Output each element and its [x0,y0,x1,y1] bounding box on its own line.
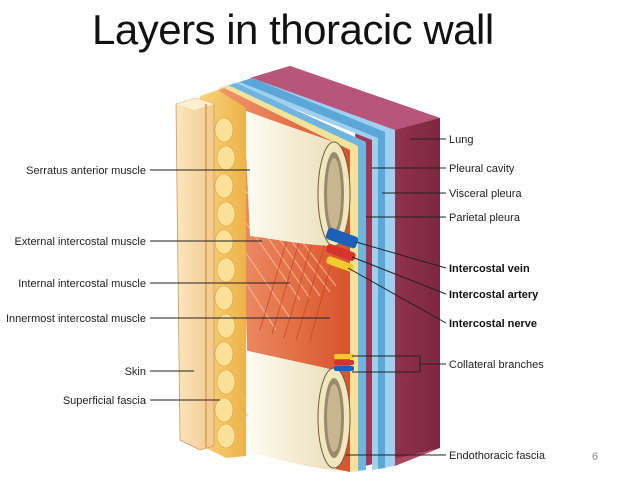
label-lung: Lung [449,134,473,146]
intercostal-vein [325,227,359,249]
label-intercostal-nerve: Intercostal nerve [449,318,537,330]
label-serratus-anterior: Serratus anterior muscle [26,165,146,177]
right-leader-lines [346,138,447,456]
label-skin: Skin [125,366,146,378]
intercostal-nerve [326,256,354,272]
label-internal-intercostal: Internal intercostal muscle [18,278,146,290]
left-labels: Serratus anterior muscle External interc… [6,165,147,407]
label-superficial-fascia: Superficial fascia [63,395,147,407]
slide-title: Layers in thoracic wall [92,6,494,53]
right-labels: Lung Pleural cavity Visceral pleura Pari… [449,134,546,462]
page-number: 6 [592,451,599,463]
upper-rib [244,110,351,247]
skin-layer [175,97,215,451]
lower-rib [244,350,351,470]
label-intercostal-artery: Intercostal artery [449,289,539,301]
collateral-vessels [334,354,354,371]
label-intercostal-vein: Intercostal vein [449,263,530,275]
intercostal-artery [326,243,356,261]
label-pleural-cavity: Pleural cavity [449,163,515,175]
label-collateral-branches: Collateral branches [449,359,544,371]
label-parietal-pleura: Parietal pleura [449,212,521,224]
left-leader-lines [150,169,330,401]
neurovascular-bundle [325,227,359,371]
label-innermost-intercostal: Innermost intercostal muscle [6,313,146,325]
label-visceral-pleura: Visceral pleura [449,188,522,200]
label-endothoracic-fascia: Endothoracic fascia [449,450,546,462]
pleura-layers [226,78,395,471]
label-external-intercostal: External intercostal muscle [15,236,146,248]
